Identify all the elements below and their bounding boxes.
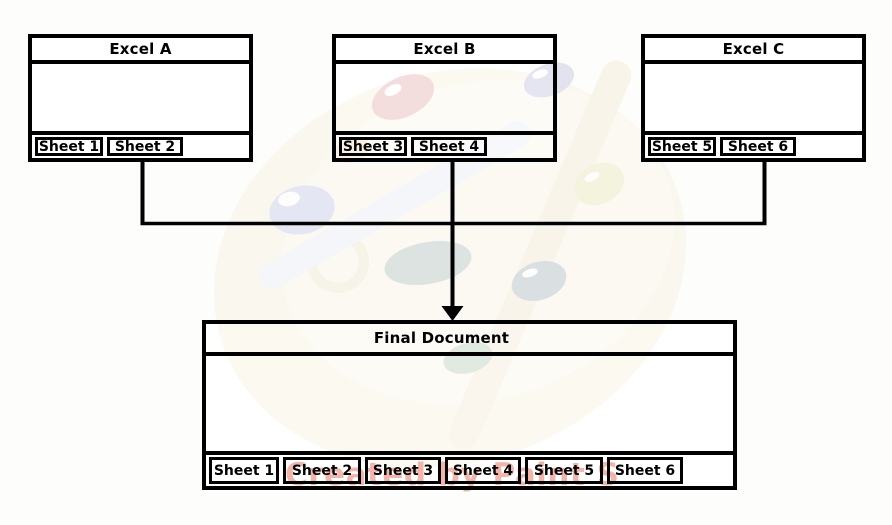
workbook-excel-b: Excel B Sheet 3 Sheet 4 [332, 34, 557, 162]
sheet-tab-empty [800, 137, 859, 156]
workbook-excel-c: Excel C Sheet 5 Sheet 6 [641, 34, 866, 162]
sheet-tab-bar: Sheet 1 Sheet 2 Sheet 3 Sheet 4 Sheet 5 … [206, 451, 733, 486]
sheet-tab-empty [687, 457, 730, 484]
workbook-excel-a: Excel A Sheet 1 Sheet 2 [28, 34, 253, 162]
sheet-tab: Sheet 4 [411, 137, 487, 156]
sheet-tab: Sheet 3 [339, 137, 407, 156]
workbook-title: Excel A [32, 38, 249, 64]
sheet-tab: Sheet 5 [648, 137, 716, 156]
worksheet-area [336, 64, 553, 131]
sheet-tab: Sheet 1 [209, 457, 279, 484]
workbook-title: Excel B [336, 38, 553, 64]
workbook-final-document: Final Document Sheet 1 Sheet 2 Sheet 3 S… [202, 320, 737, 490]
arrowhead-icon [441, 306, 464, 321]
sheet-tab-bar: Sheet 5 Sheet 6 [645, 131, 862, 158]
sheet-tab: Sheet 5 [525, 457, 603, 484]
sheet-tab: Sheet 2 [283, 457, 361, 484]
workbook-title: Excel C [645, 38, 862, 64]
sheet-tab: Sheet 2 [107, 137, 183, 156]
sheet-tab-empty [491, 137, 550, 156]
sheet-tab-bar: Sheet 1 Sheet 2 [32, 131, 249, 158]
sheet-tab: Sheet 3 [365, 457, 441, 484]
sheet-tab: Sheet 6 [720, 137, 796, 156]
worksheet-area [206, 356, 733, 451]
workbook-title: Final Document [206, 324, 733, 356]
sheet-tab: Sheet 4 [445, 457, 521, 484]
worksheet-area [645, 64, 862, 131]
sheet-tab: Sheet 1 [35, 137, 103, 156]
sheet-tab: Sheet 6 [607, 457, 683, 484]
worksheet-area [32, 64, 249, 131]
sheet-tab-bar: Sheet 3 Sheet 4 [336, 131, 553, 158]
sheet-tab-empty [187, 137, 246, 156]
